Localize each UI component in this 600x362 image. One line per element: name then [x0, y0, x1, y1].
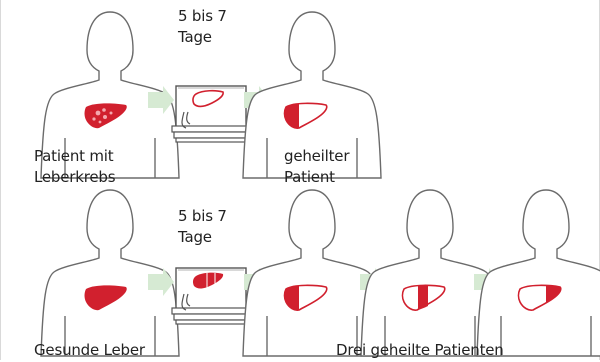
- row1-left-label-line1: Patient mit: [34, 146, 115, 167]
- person-icon: [477, 190, 600, 356]
- perfusion-machine-icon: [172, 86, 250, 142]
- row1-right-label-line2: Patient: [284, 167, 349, 188]
- row2-right-label: Drei geheilte Patienten: [336, 340, 504, 361]
- row1-duration-line1: 5 bis 7: [178, 6, 227, 27]
- row2-duration-line1: 5 bis 7: [178, 206, 227, 227]
- row1-right-label: geheilter Patient: [284, 146, 349, 188]
- row1-left-label-line2: Leberkrebs: [34, 167, 115, 188]
- row2-left-label: Gesunde Leber: [34, 340, 145, 361]
- person-icon: [41, 190, 179, 356]
- row1-duration-line2: Tage: [178, 27, 227, 48]
- person-icon: [243, 190, 381, 356]
- row2-duration: 5 bis 7 Tage: [178, 206, 227, 248]
- row1-left-label: Patient mit Leberkrebs: [34, 146, 115, 188]
- row1-right-label-line1: geheilter: [284, 146, 349, 167]
- row2-duration-line2: Tage: [178, 227, 227, 248]
- perfusion-machine-icon: [172, 268, 250, 324]
- row1-duration: 5 bis 7 Tage: [178, 6, 227, 48]
